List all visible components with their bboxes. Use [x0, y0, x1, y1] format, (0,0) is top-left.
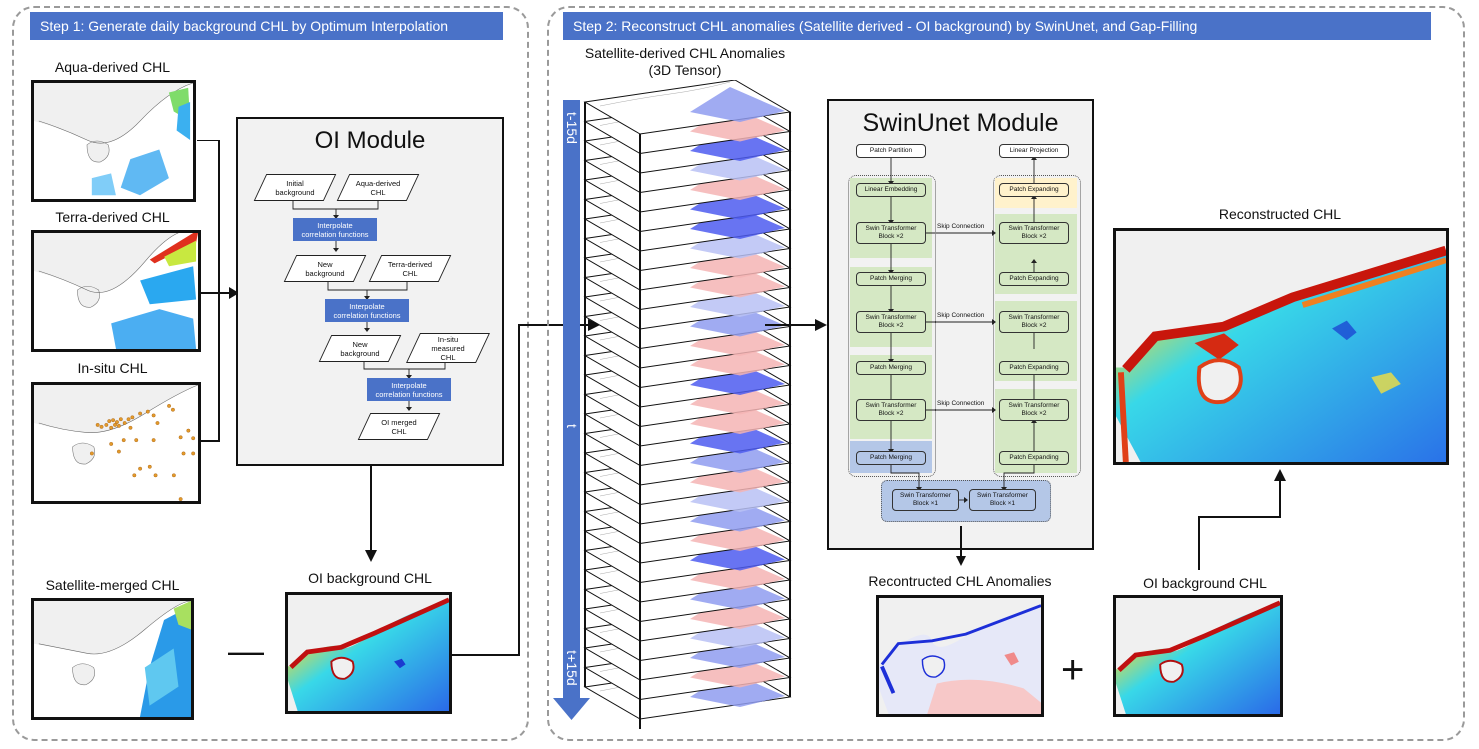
encoder-patch-merging-2: Patch Merging — [856, 361, 926, 375]
insitu-caption: In-situ CHL — [77, 360, 148, 376]
decoder-patch-expanding-3: Patch Expanding — [999, 451, 1069, 465]
satellite-merged-map-image — [34, 601, 191, 717]
reconstructed-chl-map — [1113, 228, 1449, 465]
time-label-middle: t — [564, 424, 580, 428]
tensor-to-swinunet-arrow — [765, 319, 827, 331]
linear-embedding-box: Linear Embedding — [856, 183, 926, 197]
skip-connection-label-3: Skip Connection — [937, 400, 985, 407]
terra-map-image — [34, 233, 198, 349]
background-to-tensor-arrow — [452, 319, 600, 656]
oi-merged-chl-node: OI merged CHL — [357, 413, 441, 440]
interpolate-correlation-step2: Interpolate correlation functions — [325, 299, 409, 322]
aqua-caption: Aqua-derived CHL — [54, 59, 171, 75]
reconstructed-chl-caption: Reconstructed CHL — [1218, 206, 1342, 222]
satellite-merged-caption: Satellite-merged CHL — [45, 577, 180, 593]
decoder-patch-expanding-0: Patch Expanding — [999, 183, 1069, 197]
swinunet-module-title: SwinUnet Module — [862, 109, 1059, 137]
skip-connection-label-2: Skip Connection — [937, 312, 985, 319]
insitu-measured-chl-node: In-situ measured CHL — [406, 333, 490, 363]
swinunet-to-anomalies-arrow — [956, 526, 966, 566]
step1-panel — [12, 6, 529, 741]
interpolate-correlation-step1: Interpolate correlation functions — [293, 218, 377, 241]
bottleneck-stb-2: Swin Transformer Block ×1 — [969, 489, 1036, 511]
aqua-map-image — [34, 83, 193, 199]
encoder-stb-2: Swin Transformer Block ×2 — [856, 311, 926, 333]
minus-operator: — — [228, 630, 264, 671]
oi-to-background-arrow — [365, 466, 377, 562]
step1-header: Step 1: Generate daily background CHL by… — [30, 12, 503, 40]
decoder-patch-expanding-1: Patch Expanding — [999, 272, 1069, 286]
time-axis-arrowhead — [553, 698, 590, 720]
terra-caption: Terra-derived CHL — [55, 209, 170, 225]
terra-chl-node: Terra-derived CHL — [368, 255, 452, 282]
time-axis-bar — [563, 100, 580, 700]
interpolate-correlation-step3: Interpolate correlation functions — [367, 378, 451, 401]
encoder-outline — [848, 175, 936, 477]
time-label-end: t+15d — [564, 650, 580, 686]
tensor-layer — [583, 80, 792, 135]
decoder-stb-2: Swin Transformer Block ×2 — [999, 311, 1069, 333]
aqua-chl-map — [31, 80, 196, 202]
reconstructed-anomalies-map — [876, 595, 1044, 717]
step2-header: Step 2: Reconstruct CHL anomalies (Satel… — [563, 12, 1431, 40]
encoder-stb-1: Swin Transformer Block ×2 — [856, 222, 926, 244]
decoder-outline — [993, 175, 1081, 477]
decoder-stb-1: Swin Transformer Block ×2 — [999, 222, 1069, 244]
oi-background-chl-map-step1 — [285, 592, 452, 714]
encoder-stb-3: Swin Transformer Block ×2 — [856, 399, 926, 421]
oi-module-title: OI Module — [314, 127, 426, 154]
encoder-patch-merging-1: Patch Merging — [856, 272, 926, 286]
anomaly-tensor-stack — [583, 80, 792, 729]
reconstructed-chl-image — [1116, 231, 1446, 462]
satellite-merged-chl-map — [31, 598, 194, 720]
reconstructed-anomalies-image — [879, 598, 1041, 714]
new-background-node-1: New background — [283, 255, 367, 282]
oi-background-map-image-step2 — [1116, 598, 1280, 714]
terra-chl-map — [31, 230, 201, 352]
reconstructed-anomalies-caption: Recontructed CHL Anomalies — [868, 573, 1052, 589]
time-label-start: t-15d — [564, 112, 580, 144]
oi-background-chl-map-step2 — [1113, 595, 1283, 717]
bottleneck-stb-1: Swin Transformer Block ×1 — [892, 489, 959, 511]
encoder-patch-merging-3: Patch Merging — [856, 451, 926, 465]
tensor-title-line1: Satellite-derived CHL Anomalies — [584, 45, 786, 61]
oi-background-map-image-step1 — [288, 595, 449, 711]
decoder-patch-expanding-2: Patch Expanding — [999, 361, 1069, 375]
patch-partition-box: Patch Partition — [856, 144, 926, 158]
plus-operator: + — [1061, 648, 1085, 692]
tensor-title-line2: (3D Tensor) — [648, 62, 722, 78]
insitu-chl-map — [31, 382, 201, 504]
swinunet-module: SwinUnet Module Skip Connection Ski — [827, 99, 1094, 550]
aqua-chl-node: Aqua-derived CHL — [336, 174, 420, 201]
oi-flow-connectors — [292, 201, 446, 411]
oi-background-caption-step1: OI background CHL — [308, 570, 432, 586]
step1-inputs-connector — [197, 140, 239, 442]
skip-connection-label-1: Skip Connection — [937, 223, 985, 230]
linear-projection-box: Linear Projection — [999, 144, 1069, 158]
oi-module: OI Module Initial background Aqua-derive… — [236, 117, 504, 466]
initial-background-node: Initial background — [253, 174, 337, 201]
decoder-stb-3: Swin Transformer Block ×2 — [999, 399, 1069, 421]
background-to-reconstructed-arrow — [1198, 469, 1286, 570]
step2-panel — [547, 6, 1465, 741]
insitu-station-points — [89, 404, 196, 501]
oi-background-caption-step2: OI background CHL — [1143, 575, 1267, 591]
insitu-map-image — [34, 385, 198, 501]
new-background-node-2: New background — [318, 335, 402, 362]
